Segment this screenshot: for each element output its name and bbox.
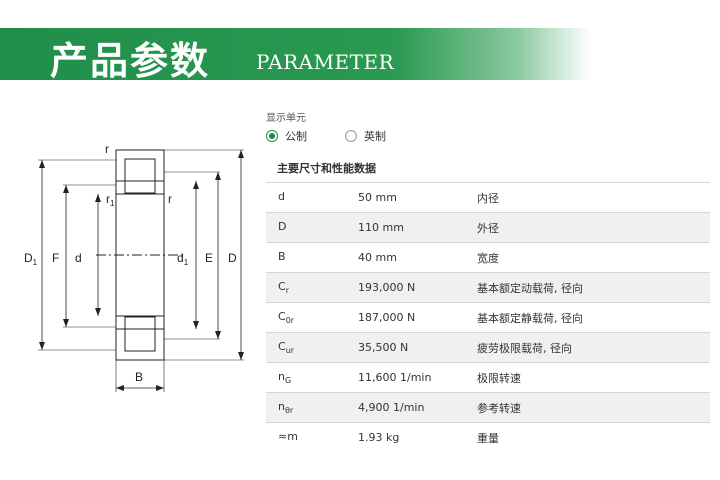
label-r-top: r [105,142,109,156]
label-D1: D1 [24,251,38,267]
spec-table: d 50 mm 内径 D 110 mm 外径 B 40 mm 宽度 Cr 193,000 N 基本额定… [266,182,710,452]
row-description: 参考转速 [477,401,521,415]
table-row: Cr 193,000 N 基本额定动载荷, 径向 [266,272,710,302]
banner-title-cn: 产品参数 [50,39,211,83]
unit-selector: 公制 英制 [266,128,424,144]
row-symbol: C0r [278,309,295,326]
row-symbol: ≈m [278,429,298,443]
roller-top [124,158,156,194]
label-F: F [52,251,59,265]
label-d: d [75,251,82,265]
table-row: d 50 mm 内径 [266,182,710,212]
row-value: 11,600 1/min [358,371,432,384]
row-value: 193,000 N [358,281,416,294]
label-r-right: r [168,192,172,206]
row-value: 40 mm [358,251,397,264]
row-description: 宽度 [477,251,499,265]
table-row: nθr 4,900 1/min 参考转速 [266,392,710,422]
row-value: 1.93 kg [358,431,400,444]
row-symbol: nθr [278,399,294,416]
table-row: nG 11,600 1/min 极限转速 [266,362,710,392]
row-value: 4,900 1/min [358,401,425,414]
label-r1: r1 [106,192,115,208]
header-banner: 产品参数 PARAMETER [0,28,720,83]
label-B: B [135,370,143,384]
row-value: 110 mm [358,221,404,234]
row-value: 187,000 N [358,311,416,324]
row-value: 35,500 N [358,341,409,354]
label-E: E [205,251,213,265]
row-description: 基本额定静载荷, 径向 [477,311,583,325]
row-symbol: Cr [278,279,289,296]
spec-table-title: 主要尺寸和性能数据 [277,162,376,175]
row-description: 疲劳极限载荷, 径向 [477,341,572,355]
table-row: Cur 35,500 N 疲劳极限载荷, 径向 [266,332,710,362]
row-description: 重量 [477,431,499,445]
roller-bottom [124,316,156,352]
label-d1: d1 [177,251,189,267]
imperial-label[interactable]: 英制 [364,130,386,143]
row-description: 极限转速 [477,371,521,385]
table-row: C0r 187,000 N 基本额定静载荷, 径向 [266,302,710,332]
row-description: 基本额定动载荷, 径向 [477,281,583,295]
table-row: D 110 mm 外径 [266,212,710,242]
row-description: 内径 [477,191,499,205]
metric-label[interactable]: 公制 [285,130,307,143]
label-D: D [228,251,237,265]
row-description: 外径 [477,221,499,235]
banner-title-en: PARAMETER [256,50,395,74]
imperial-radio[interactable] [345,130,357,142]
row-symbol: B [278,249,286,263]
bearing-drawing: r r1 r D1 F d d1 E D B [24,142,244,392]
table-row: ≈m 1.93 kg 重量 [266,422,710,452]
row-symbol: Cur [278,339,295,356]
row-symbol: nG [278,369,292,386]
unit-label: 显示单元 [266,113,306,124]
metric-radio[interactable] [266,130,278,142]
row-value: 50 mm [358,191,397,204]
row-symbol: d [278,189,285,203]
table-row: B 40 mm 宽度 [266,242,710,272]
row-symbol: D [278,219,287,233]
